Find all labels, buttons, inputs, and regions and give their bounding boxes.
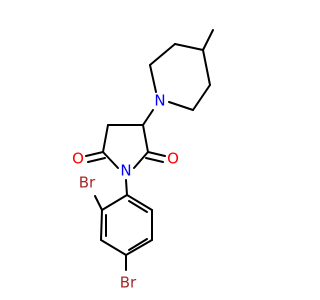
bond-pip-2 xyxy=(149,43,176,66)
bond-ph-1 xyxy=(101,194,128,211)
bond-ph-4 xyxy=(125,239,153,256)
bond-br-ortho xyxy=(94,195,103,211)
atom-labels: N N O O Br Br xyxy=(72,92,179,292)
bond-c-n xyxy=(102,151,119,169)
bond-c2-ch xyxy=(142,124,149,153)
atom-label-o-left: O xyxy=(72,150,84,168)
bond-pip-1 xyxy=(174,43,204,51)
bond-co-right-b xyxy=(145,157,164,163)
bond-ph-2 xyxy=(100,209,103,241)
bond-pip-4 xyxy=(168,101,194,111)
atom-label-n-imide: N xyxy=(120,162,131,180)
bonds xyxy=(85,29,214,271)
atom-label-br-ortho: Br xyxy=(79,174,96,192)
bond-ph-6 xyxy=(126,194,153,211)
bond-pip-6 xyxy=(202,49,211,86)
bond-n-ph xyxy=(125,179,128,196)
atom-label-br-para: Br xyxy=(120,274,137,292)
bond-co-right-a xyxy=(147,151,166,157)
bond-co-left-b xyxy=(87,157,106,163)
bond-ch2-c xyxy=(102,124,109,153)
bond-co-left-a xyxy=(85,151,104,157)
bond-pip-5 xyxy=(192,84,211,111)
bond-pip-3 xyxy=(149,64,157,93)
bond-ph-inner-3 xyxy=(128,200,148,213)
molecule-svg: N N O O Br Br xyxy=(72,29,214,292)
atom-label-n-piperidine: N xyxy=(154,92,165,110)
structure-diagram: N N O O Br Br xyxy=(72,29,214,292)
bond-n-ch xyxy=(142,109,154,126)
atom-label-o-right: O xyxy=(167,150,179,168)
bond-methyl xyxy=(202,29,214,51)
bond-ph-inner-2 xyxy=(128,238,148,251)
bond-n-c2 xyxy=(133,151,149,169)
bond-ph-3 xyxy=(100,239,127,256)
